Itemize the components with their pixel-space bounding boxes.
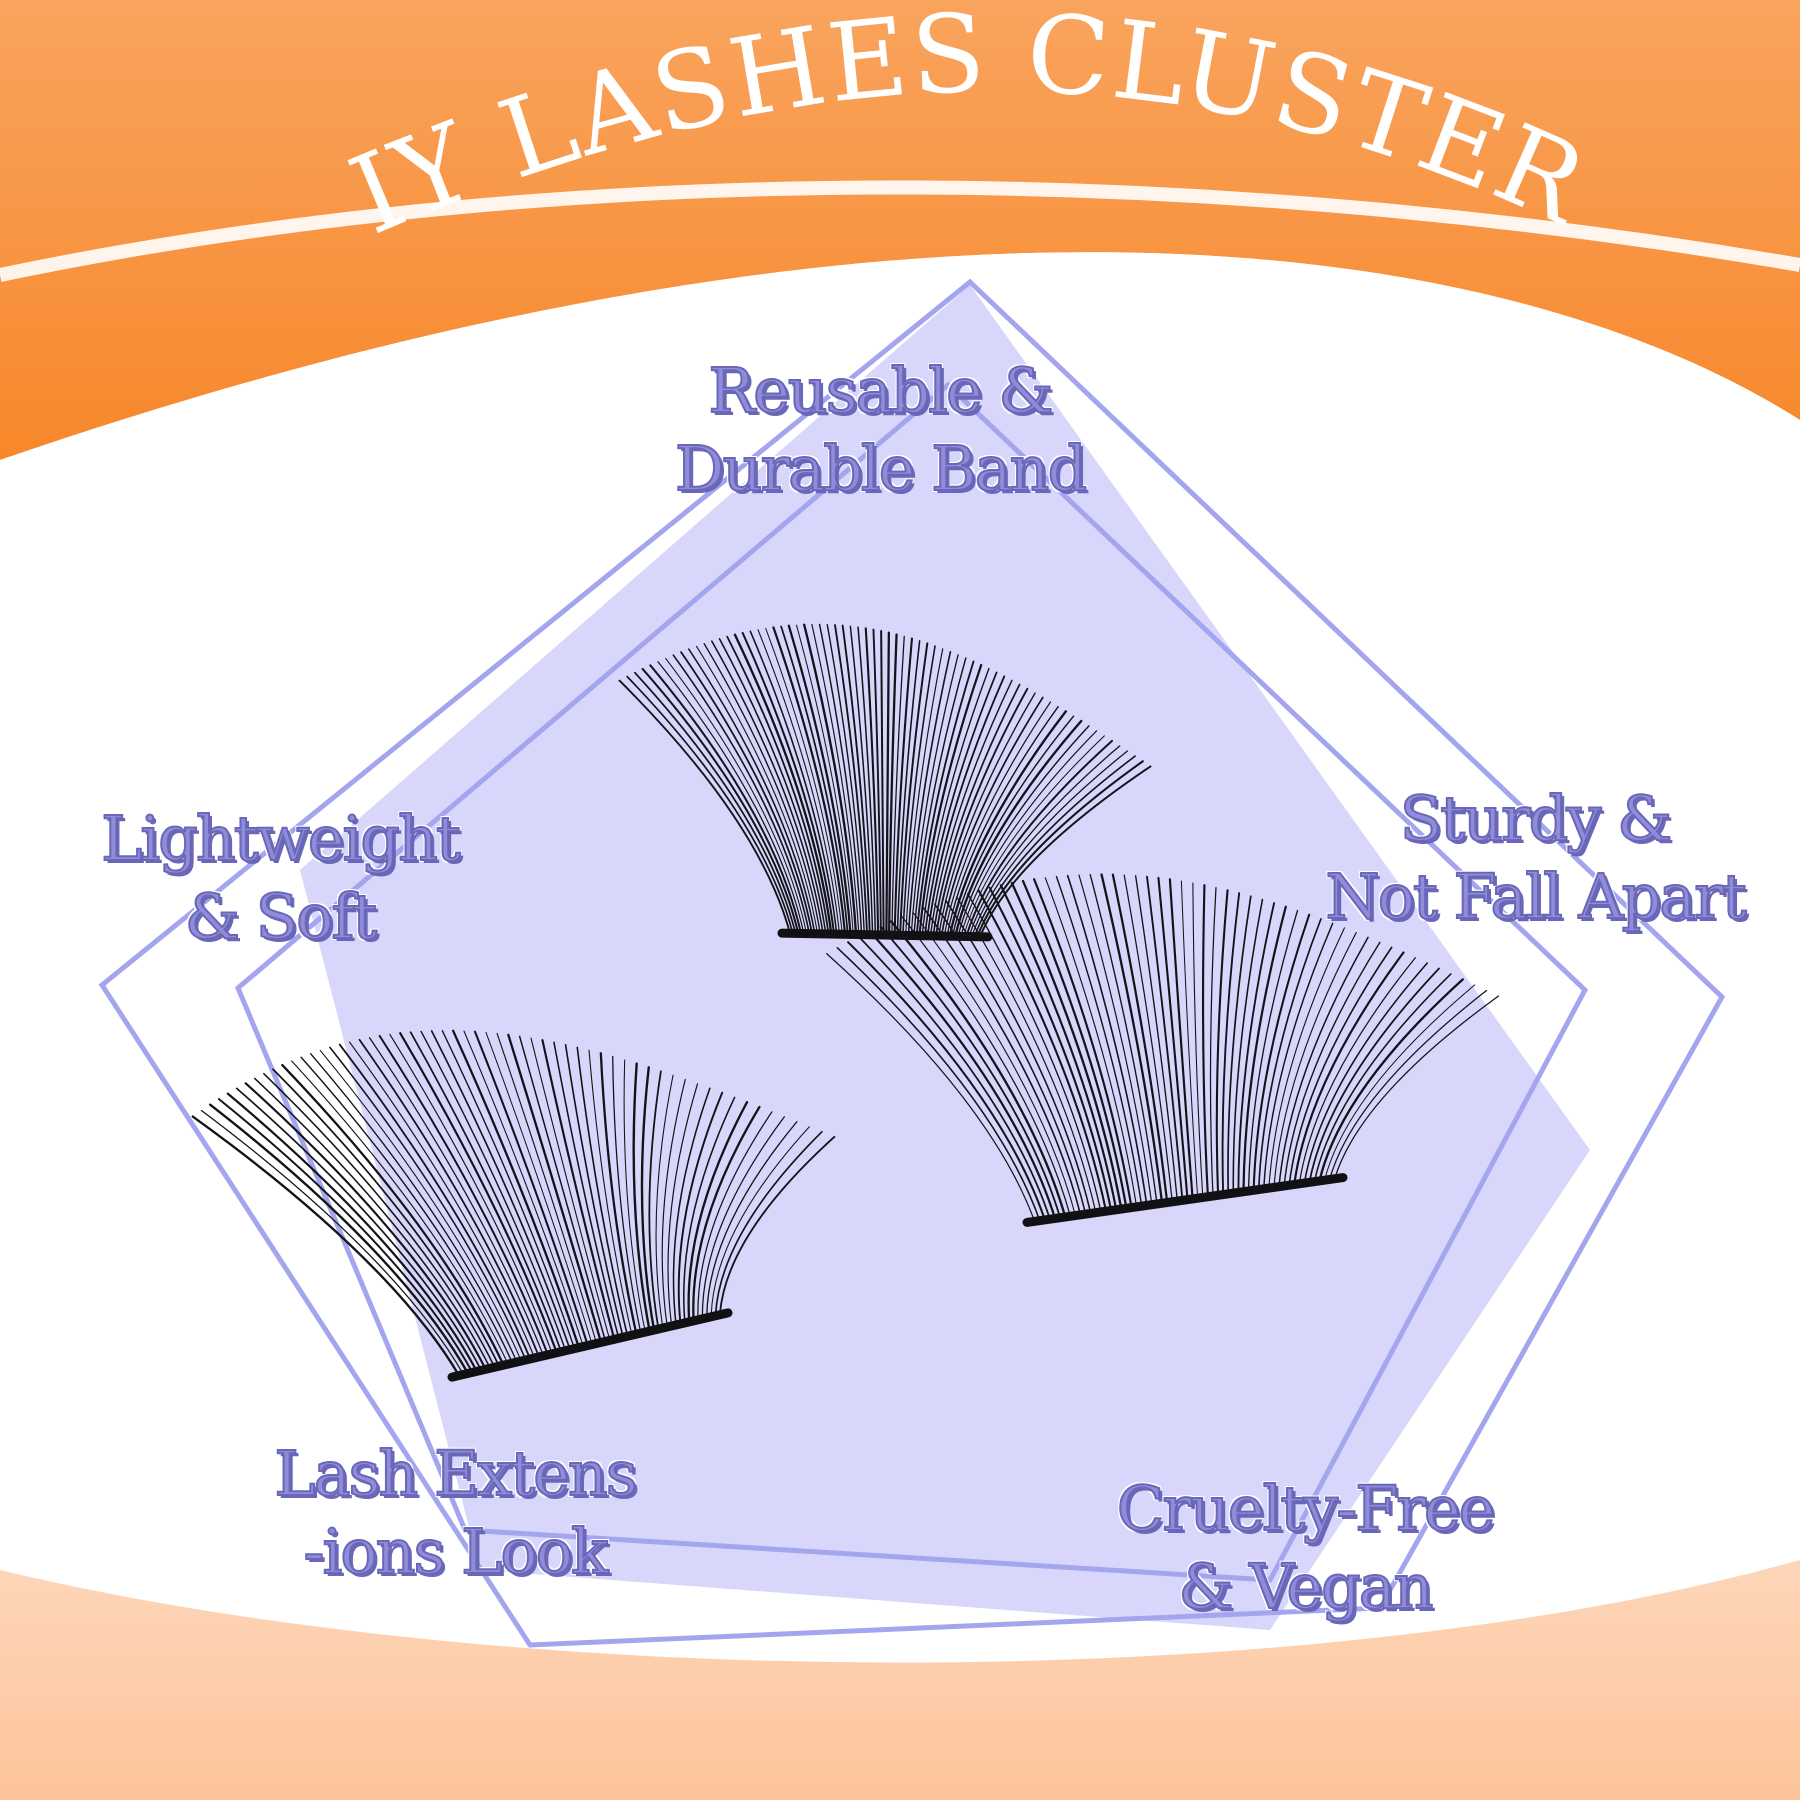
feature-line: & Vegan — [1060, 1548, 1550, 1626]
feature-label-lightweight: Lightweight & Soft — [60, 800, 500, 956]
feature-line: -ions Look — [220, 1513, 690, 1591]
feature-line: Durable Band — [610, 430, 1150, 508]
feature-line: Lightweight — [60, 800, 500, 878]
feature-line: Lash Extens — [220, 1435, 690, 1513]
feature-label-lash-extensions: Lash Extens -ions Look — [220, 1435, 690, 1591]
feature-label-sturdy: Sturdy & Not Fall Apart — [1300, 780, 1770, 936]
feature-label-reusable: Reusable & Durable Band — [610, 352, 1150, 508]
feature-line: & Soft — [60, 878, 500, 956]
feature-line: Not Fall Apart — [1300, 858, 1770, 936]
feature-line: Sturdy & — [1300, 780, 1770, 858]
feature-line: Reusable & — [610, 352, 1150, 430]
feature-line: Cruelty-Free — [1060, 1470, 1550, 1548]
feature-label-cruelty-free: Cruelty-Free & Vegan — [1060, 1470, 1550, 1626]
page-title: DIY LASHES CLUSTERS — [0, 0, 1604, 259]
title-arc: DIY LASHES CLUSTERS — [0, 0, 1800, 260]
